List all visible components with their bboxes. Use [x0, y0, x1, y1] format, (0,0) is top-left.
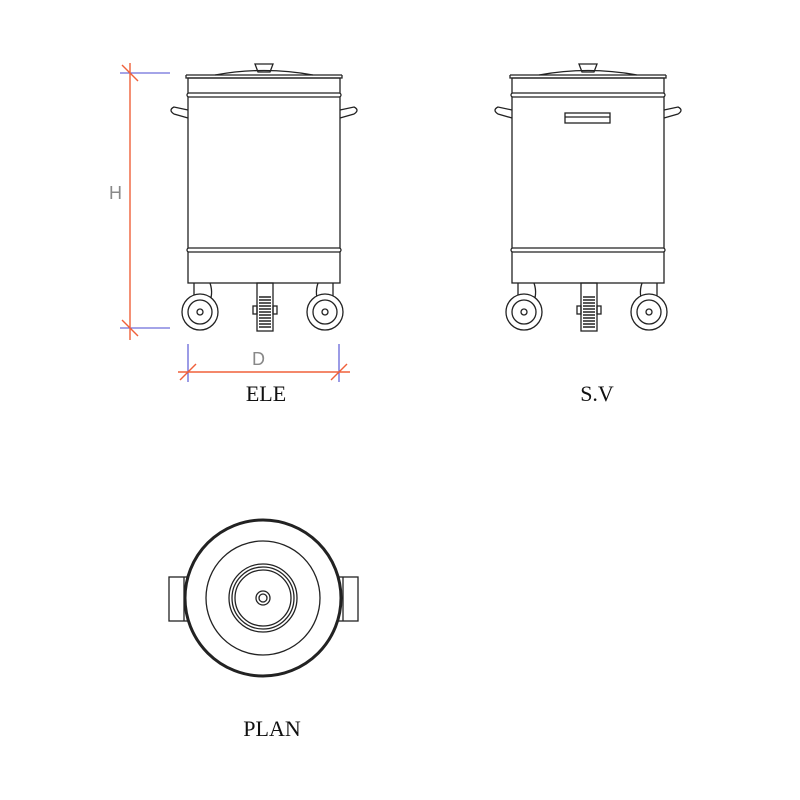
side-handle [564, 112, 611, 124]
depth-dimension: D [178, 344, 350, 382]
plan-view [168, 518, 359, 678]
height-label: H [109, 183, 122, 203]
height-dimension: H [109, 63, 170, 340]
plan-label: PLAN [243, 716, 301, 741]
side-view [494, 63, 682, 332]
side-view-label: S.V [580, 381, 614, 406]
depth-label: D [252, 349, 265, 369]
elevation-label: ELE [246, 381, 286, 406]
elevation-view [170, 63, 358, 332]
